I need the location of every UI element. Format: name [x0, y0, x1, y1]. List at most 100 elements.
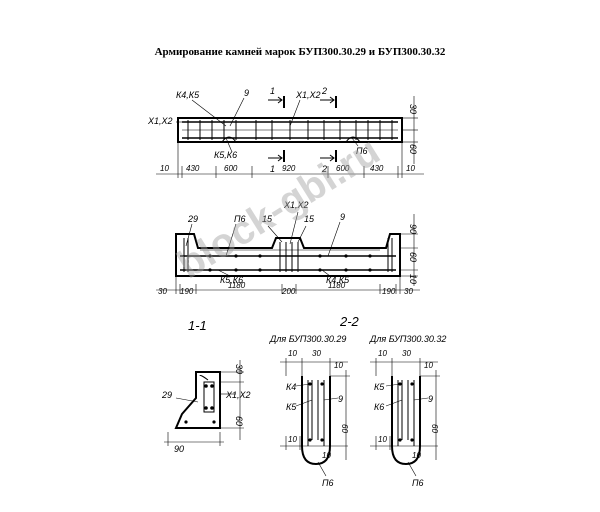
elev-dim-10: 10: [408, 274, 418, 284]
plan-dim-3: 920: [282, 164, 296, 173]
section22-right-outline: [391, 376, 421, 466]
section22-left-side: 60: [340, 424, 349, 433]
elev-label-29: 29: [187, 214, 198, 224]
section22-left-bot-a: 10: [288, 435, 297, 444]
elev-dim-3: 200: [281, 287, 296, 296]
plan-leader-p6: [351, 137, 359, 147]
section22-left-top-b: 30: [312, 349, 321, 358]
plan-cut2-bottom: 2: [321, 164, 327, 174]
section22-left-caption: Для БУП300.30.29: [269, 334, 346, 344]
elev-leader-k4k5: [321, 269, 331, 277]
plan-dim-30: 30: [408, 104, 418, 114]
plan-label-x1x2-left: Х1,Х2: [147, 116, 173, 126]
section11-dim-30: 30: [234, 364, 244, 374]
section11-dims: [164, 360, 244, 446]
section11-outline: [174, 371, 221, 429]
section11-dim-60: 60: [234, 416, 244, 426]
section22-right-bot-b: 10: [412, 451, 421, 460]
section22-right-p6: П6: [412, 478, 424, 488]
section11-heading: 1-1: [188, 318, 207, 333]
elev-dim-4: 1180: [328, 281, 346, 290]
section22-right-caption: Для БУП300.30.32: [369, 334, 446, 344]
plan-label-p6: П6: [356, 146, 368, 156]
plan-section-cuts: [268, 96, 337, 162]
plan-dim-60: 60: [408, 144, 418, 154]
elev-dim-chain: [156, 276, 420, 294]
section22-right-top-b: 30: [402, 349, 411, 358]
plan-dim-chain: [156, 142, 424, 178]
plan-leader-9: [229, 97, 245, 127]
plan-dim-0: 10: [160, 164, 169, 173]
elev-label-k5k6: К5,К6: [220, 275, 243, 285]
plan-leader-x1x2: [289, 99, 301, 127]
section-2-2: 2-2 Для БУП300.30.29 10: [269, 314, 446, 488]
plan-label-x1x2-top: Х1,Х2: [295, 90, 321, 100]
elev-leader-9: [327, 221, 341, 257]
elev-label-15b: 15: [304, 214, 315, 224]
plan-cut1-top: 1: [270, 86, 275, 96]
section22-right-9: 9: [428, 394, 433, 404]
plan-view: 1 1 2 2 К4,К5 9 Х1,Х2 Х1,Х2 К5,К6 П6 30: [147, 86, 424, 178]
section22-right-side: 60: [430, 424, 439, 433]
section22-heading: 2-2: [339, 314, 360, 329]
plan-cut1-bottom: 1: [270, 164, 275, 174]
plan-dim-1: 430: [186, 164, 200, 173]
section22-right: Для БУП300.30.32 10 30 10 К5: [369, 334, 446, 488]
elev-leader-29: [185, 223, 193, 247]
section22-left-p6: П6: [322, 478, 334, 488]
section22-left-k-bot: К5: [286, 402, 297, 412]
section11-label-x1x2: Х1,Х2: [225, 390, 251, 400]
elev-right-dims: [400, 214, 418, 286]
plan-loop-right: [345, 136, 361, 143]
elev-dim-6: 30: [404, 287, 413, 296]
section22-right-k-bot: К6: [374, 402, 384, 412]
plan-label-9: 9: [244, 88, 249, 98]
plan-dim-6: 10: [406, 164, 415, 173]
section-1-1: 1-1 29 Х1,Х2 30 60 90: [161, 318, 251, 454]
elev-label-p6: П6: [234, 214, 246, 224]
section11-label-29: 29: [161, 390, 172, 400]
elevation-view: 29 П6 15 15 Х1,Х2 9 К5,К6 К4,К5 90 60 10: [156, 200, 420, 296]
plan-dim-4: 600: [336, 164, 350, 173]
elev-dim-60: 60: [408, 252, 418, 262]
plan-leader-k4k5: [191, 99, 227, 127]
elev-leader-k5k6: [217, 269, 231, 277]
elev-stirrups: [183, 238, 393, 272]
section22-right-top-c: 10: [424, 361, 433, 370]
section22-left-bot-b: 10: [322, 451, 331, 460]
section22-left-outline: [301, 376, 331, 466]
elev-dim-2: 1180: [228, 281, 246, 290]
plan-label-k4k5: К4,К5: [176, 90, 200, 100]
elev-dim-5: 190: [382, 287, 396, 296]
elev-bar-dots: [208, 254, 372, 272]
plan-cut2-top: 2: [321, 86, 327, 96]
section11-dim-90: 90: [174, 444, 184, 454]
elev-dim-90: 90: [408, 224, 418, 234]
plan-stirrups: [187, 120, 393, 140]
plan-leader-k5k6: [225, 137, 233, 153]
section22-left-top-c: 10: [334, 361, 343, 370]
section22-right-k-top: К5: [374, 382, 385, 392]
drawing-title: Армирование камней марок БУП300.30.29 и …: [154, 46, 446, 58]
section22-left-9: 9: [338, 394, 343, 404]
elev-dim-0: 30: [158, 287, 167, 296]
plan-label-k5k6: К5,К6: [214, 150, 237, 160]
elev-label-k4k5: К4,К5: [326, 275, 350, 285]
elev-dim-1: 190: [180, 287, 194, 296]
elev-label-x1x2: Х1,Х2: [283, 200, 309, 210]
section22-right-top-a: 10: [378, 349, 387, 358]
plan-dim-2: 600: [224, 164, 238, 173]
plan-right-dims: [402, 96, 418, 164]
elev-label-15a: 15: [262, 214, 273, 224]
plan-loop-left: [221, 136, 237, 143]
section22-left: Для БУП300.30.29 10 30 10 К4: [269, 334, 350, 488]
elev-leader-p6: [225, 223, 237, 257]
section11-stirrup: [203, 381, 215, 413]
plan-dim-5: 430: [370, 164, 384, 173]
section22-left-top-a: 10: [288, 349, 297, 358]
section22-left-k-top: К4: [286, 382, 296, 392]
elev-label-9: 9: [340, 212, 345, 222]
elev-leader-x1x2: [289, 211, 299, 245]
